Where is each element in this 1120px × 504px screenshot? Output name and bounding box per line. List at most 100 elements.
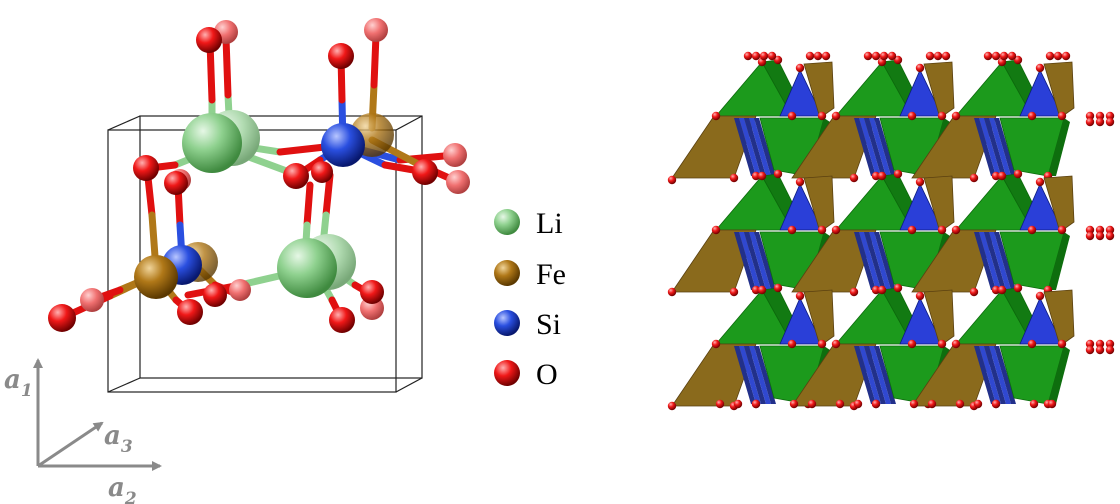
fe-tetrahedron — [671, 229, 757, 293]
si-tetrahedron — [989, 346, 1011, 404]
oxygen-vertex — [1105, 111, 1115, 121]
legend: Li Fe Si O — [494, 207, 566, 391]
bonds — [58, 31, 462, 324]
si-swatch — [494, 310, 520, 336]
fe-tetrahedron — [791, 115, 877, 179]
o-atom — [133, 155, 159, 181]
si-tetrahedron — [974, 346, 996, 404]
oxygen-vertex — [951, 111, 961, 121]
oxygen-vertex — [893, 55, 903, 65]
fe-tetrahedron — [923, 289, 955, 347]
oxygen-vertex — [759, 51, 769, 61]
oxygen-vertex — [1095, 339, 1105, 349]
si-tetrahedron — [754, 232, 776, 290]
oxygen-vertex — [1105, 117, 1115, 127]
si-tetrahedron — [734, 346, 756, 404]
o-atom — [329, 307, 355, 333]
oxygen-vertex — [751, 285, 761, 295]
oxygen-vertex — [1085, 345, 1095, 355]
si-tetrahedron — [984, 118, 1006, 176]
fe-tetrahedron — [671, 115, 757, 179]
oxygen-vertex — [849, 173, 859, 183]
oxygen-vertex — [773, 283, 783, 293]
oxygen-vertex — [1085, 225, 1095, 235]
si-tetrahedron — [1019, 183, 1063, 231]
si-tetrahedron — [779, 183, 823, 231]
o-atom — [48, 304, 76, 332]
oxygen-vertex — [1095, 117, 1105, 127]
si-tetrahedron — [974, 118, 996, 176]
axis-label-a3: a3 — [104, 421, 133, 457]
oxygen-vertex — [1047, 399, 1057, 409]
si-tetrahedron — [859, 232, 881, 290]
oxygen-vertex — [1027, 339, 1037, 349]
oxygen-vertex — [1085, 111, 1095, 121]
si-tetrahedron — [874, 232, 896, 290]
si-tetrahedron — [734, 232, 756, 290]
legend-item-si: Si — [494, 308, 561, 341]
si-tetrahedron — [899, 183, 943, 231]
oxygen-vertex — [831, 111, 841, 121]
oxygen-vertex — [951, 225, 961, 235]
fe-swatch — [494, 260, 520, 286]
oxygen-vertex — [789, 399, 799, 409]
oxygen-vertex — [773, 55, 783, 65]
fe-tetrahedron — [803, 289, 835, 347]
fe-tetrahedron — [923, 61, 955, 119]
oxygen-vertex — [1061, 51, 1071, 61]
si-tetrahedron — [974, 232, 996, 290]
oxygen-vertex — [795, 177, 805, 187]
oxygen-vertex — [915, 177, 925, 187]
li-swatch — [494, 209, 520, 235]
fe-tetrahedron — [791, 229, 877, 293]
oxygen-vertex — [925, 51, 935, 61]
legend-label: Fe — [536, 258, 566, 291]
polyhedral-supercell-view — [667, 51, 1115, 411]
legend-item-li: Li — [494, 207, 563, 240]
oxygen-vertex — [787, 225, 797, 235]
oxygen-vertex — [871, 399, 881, 409]
oxygen-vertex — [1027, 111, 1037, 121]
si-tetrahedron — [869, 346, 891, 404]
si-tetrahedron — [864, 118, 886, 176]
si-tetrahedron — [739, 232, 761, 290]
legend-label: Li — [536, 207, 563, 240]
oxygen-vertex — [667, 175, 677, 185]
oxygen-vertex — [1035, 63, 1045, 73]
si-tetrahedron — [739, 346, 761, 404]
si-atom — [321, 123, 365, 167]
li-tetrahedron — [1048, 346, 1070, 404]
si-tetrahedron — [744, 346, 766, 404]
oxygen-vertex — [887, 51, 897, 61]
o-swatch — [494, 360, 520, 386]
oxygen-vertex — [751, 171, 761, 181]
oxygen-vertex — [787, 339, 797, 349]
oxygen-vertex — [733, 399, 743, 409]
oxygen-vertex — [757, 285, 767, 295]
si-tetrahedron — [1019, 69, 1063, 117]
si-tetrahedron — [864, 232, 886, 290]
si-tetrahedron — [989, 232, 1011, 290]
oxygen-vertex — [767, 51, 777, 61]
oxygen-vertex — [871, 51, 881, 61]
oxygen-vertex — [757, 171, 767, 181]
legend-item-fe: Fe — [494, 258, 566, 291]
oxygen-vertex — [835, 399, 845, 409]
si-tetrahedron — [979, 232, 1001, 290]
si-tetrahedron — [749, 232, 771, 290]
oxygen-vertex — [795, 291, 805, 301]
si-tetrahedron — [749, 118, 771, 176]
li-atom — [277, 238, 337, 298]
fe-tetrahedron — [1043, 289, 1075, 347]
si-tetrahedron — [749, 346, 771, 404]
oxygen-vertex — [1013, 55, 1023, 65]
o-atom — [283, 163, 309, 189]
si-tetrahedron — [1019, 297, 1063, 345]
oxygen-vertex — [729, 173, 739, 183]
fe-atom — [134, 255, 178, 299]
oxygen-vertex — [1035, 177, 1045, 187]
si-tetrahedron — [734, 118, 756, 176]
oxygen-vertex — [915, 63, 925, 73]
oxygen-vertex — [831, 339, 841, 349]
front-atoms — [48, 27, 438, 333]
